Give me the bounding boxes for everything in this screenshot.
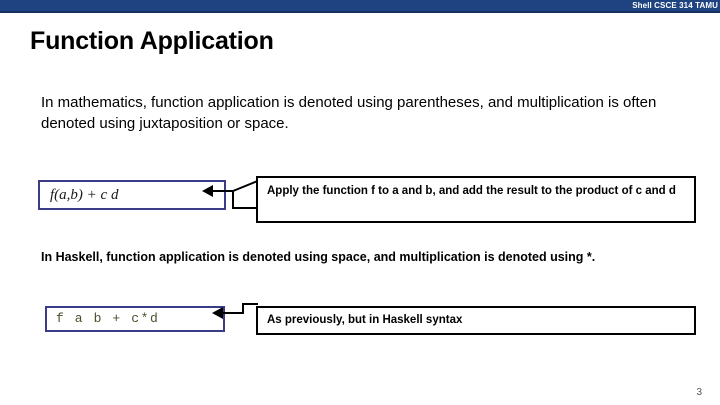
- math-formula-box: f(a,b) + c d: [38, 180, 226, 210]
- callout-math-text: Apply the function f to a and b, and add…: [267, 185, 676, 197]
- page-number: 3: [696, 387, 702, 398]
- connector-arrow-math-icon: [202, 179, 261, 209]
- callout-math-explanation: Apply the function f to a and b, and add…: [256, 176, 696, 223]
- callout-haskell-explanation: As previously, but in Haskell syntax: [256, 306, 696, 335]
- connector-arrow-haskell-icon: [212, 303, 258, 319]
- header-course-label: Shell CSCE 314 TAMU: [632, 1, 718, 10]
- haskell-code-text: f a b + c*d: [56, 311, 160, 326]
- callout-haskell-text: As previously, but in Haskell syntax: [267, 314, 463, 326]
- page-title: Function Application: [30, 27, 274, 55]
- math-formula-text: f(a,b) + c d: [50, 187, 119, 203]
- header-bar: [0, 0, 720, 11]
- paragraph-math-intro: In mathematics, function application is …: [41, 94, 657, 132]
- haskell-code-box: f a b + c*d: [45, 306, 225, 332]
- paragraph-haskell-intro: In Haskell, function application is deno…: [41, 250, 596, 264]
- header-rule: [0, 11, 720, 13]
